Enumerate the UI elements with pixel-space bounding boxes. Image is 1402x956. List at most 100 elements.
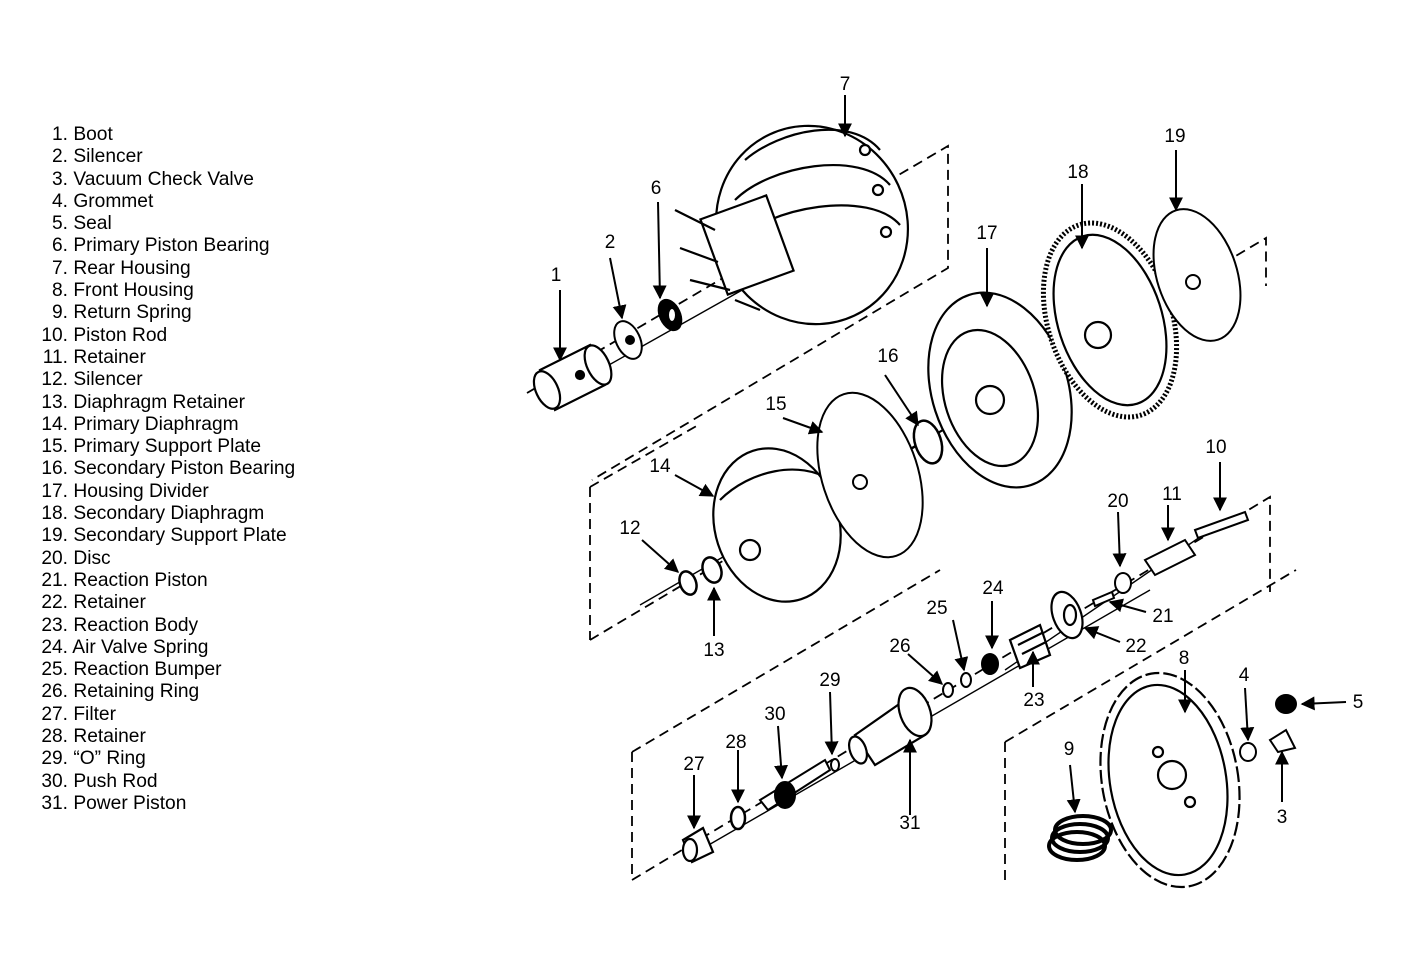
callout-number: 8: [1179, 648, 1190, 669]
legend-label: Diaphragm Retainer: [68, 391, 246, 413]
legend-label: Seal: [68, 213, 112, 235]
legend-number: 22.: [41, 592, 68, 614]
legend-number: 10.: [41, 324, 68, 346]
legend-item: 30. Push Rod: [34, 771, 354, 793]
legend-item: 12. Silencer: [34, 369, 354, 391]
front-housing-part: [1099, 671, 1241, 889]
legend-label: Retainer: [68, 346, 146, 368]
legend-number: 30.: [41, 770, 68, 792]
legend-item: 21. Reaction Piston: [34, 570, 354, 592]
callout-number: 10: [1205, 437, 1226, 458]
legend-number: 8.: [51, 280, 68, 302]
legend-number: 31.: [41, 792, 68, 814]
legend-item: 23. Reaction Body: [34, 615, 354, 637]
legend-label: Reaction Piston: [68, 569, 208, 591]
callout-number: 22: [1125, 636, 1146, 657]
legend-number: 24.: [41, 636, 68, 658]
legend-item: 2. Silencer: [34, 146, 354, 168]
o-ring-part: [830, 758, 840, 772]
callout-number: 6: [651, 178, 662, 199]
legend-label: Power Piston: [68, 792, 187, 814]
filter-part: [681, 826, 715, 864]
legend-number: 6.: [51, 235, 68, 257]
callout-number: 28: [725, 732, 746, 753]
legend-item: 10. Piston Rod: [34, 325, 354, 347]
callout-number: 3: [1277, 807, 1288, 828]
legend-label: Return Spring: [68, 302, 192, 324]
legend-label: Reaction Bumper: [68, 659, 222, 681]
callout-number: 18: [1067, 162, 1088, 183]
housing-divider-part: [927, 291, 1073, 489]
legend-label: Rear Housing: [68, 257, 191, 279]
callout-number: 4: [1239, 665, 1250, 686]
legend-item: 17. Housing Divider: [34, 481, 354, 503]
callout-number: 12: [619, 518, 640, 539]
legend-number: 4.: [51, 190, 68, 212]
legend-number: 23.: [41, 614, 68, 636]
callout-number: 26: [889, 636, 910, 657]
return-spring-part: [1047, 814, 1113, 862]
legend-label: Silencer: [68, 146, 143, 168]
callout-number: 5: [1353, 692, 1364, 713]
legend-number: 15.: [41, 436, 68, 458]
callout-number: 2: [605, 232, 616, 253]
legend-label: Silencer: [68, 369, 143, 391]
callout-number: 7: [840, 74, 851, 95]
legend-item: 24. Air Valve Spring: [34, 637, 354, 659]
callout-number: 19: [1164, 126, 1185, 147]
push-rod-part: [758, 758, 832, 812]
legend-item: 20. Disc: [34, 548, 354, 570]
legend-label: Reaction Body: [68, 614, 199, 636]
callout-number: 29: [819, 670, 840, 691]
legend-item: 1. Boot: [34, 124, 354, 146]
callout-number: 11: [1162, 484, 1182, 505]
retainer-22-part: [1050, 590, 1084, 640]
legend-label: Disc: [68, 547, 111, 569]
legend-item: 16. Secondary Piston Bearing: [34, 458, 354, 480]
legend-item: 25. Reaction Bumper: [34, 659, 354, 681]
legend-item: 9. Return Spring: [34, 302, 354, 324]
legend-item: 6. Primary Piston Bearing: [34, 235, 354, 257]
legend-label: Secondary Support Plate: [68, 525, 287, 547]
legend-label: Vacuum Check Valve: [68, 168, 254, 190]
legend-item: 7. Rear Housing: [34, 258, 354, 280]
silencer-12-part: [678, 570, 698, 596]
air-valve-spring-part: [981, 653, 999, 675]
legend-number: 9.: [51, 302, 68, 324]
legend-label: “O” Ring: [68, 748, 146, 770]
callout-number: 31: [899, 813, 920, 834]
disc-part: [1114, 572, 1132, 594]
callout-number: 21: [1152, 606, 1173, 627]
diaphragm-retainer-part: [701, 556, 723, 584]
legend-label: Secondary Diaphragm: [68, 503, 265, 525]
legend-number: 13.: [41, 391, 68, 413]
legend-label: Primary Support Plate: [68, 436, 262, 458]
boot-part: [532, 343, 613, 412]
legend-number: 17.: [41, 480, 68, 502]
legend-number: 29.: [41, 748, 68, 770]
callout-number: 27: [683, 754, 704, 775]
legend-item: 18. Secondary Diaphragm: [34, 503, 354, 525]
retainer-28-part: [729, 805, 747, 831]
legend-number: 26.: [41, 681, 68, 703]
legend-item: 8. Front Housing: [34, 280, 354, 302]
rear-housing-part: [674, 124, 910, 326]
callout-number: 23: [1023, 690, 1044, 711]
legend-item: 29. “O” Ring: [34, 748, 354, 770]
legend-label: Primary Diaphragm: [68, 413, 239, 435]
primary-diaphragm-part: [712, 447, 842, 603]
callout-labels: 1234567891011121314151617181920212223242…: [551, 74, 1364, 834]
legend-number: 5.: [51, 213, 68, 235]
callout-number: 1: [551, 265, 562, 286]
callout-number: 14: [649, 456, 671, 477]
legend-item: 27. Filter: [34, 704, 354, 726]
legend-item: 28. Retainer: [34, 726, 354, 748]
legend-label: Air Valve Spring: [68, 636, 209, 658]
legend-label: Primary Piston Bearing: [68, 235, 270, 257]
callout-number: 24: [982, 578, 1004, 599]
callout-number: 13: [703, 640, 724, 661]
legend-item: 3. Vacuum Check Valve: [34, 169, 354, 191]
legend-number: 7.: [51, 257, 68, 279]
legend-label: Housing Divider: [68, 480, 209, 502]
